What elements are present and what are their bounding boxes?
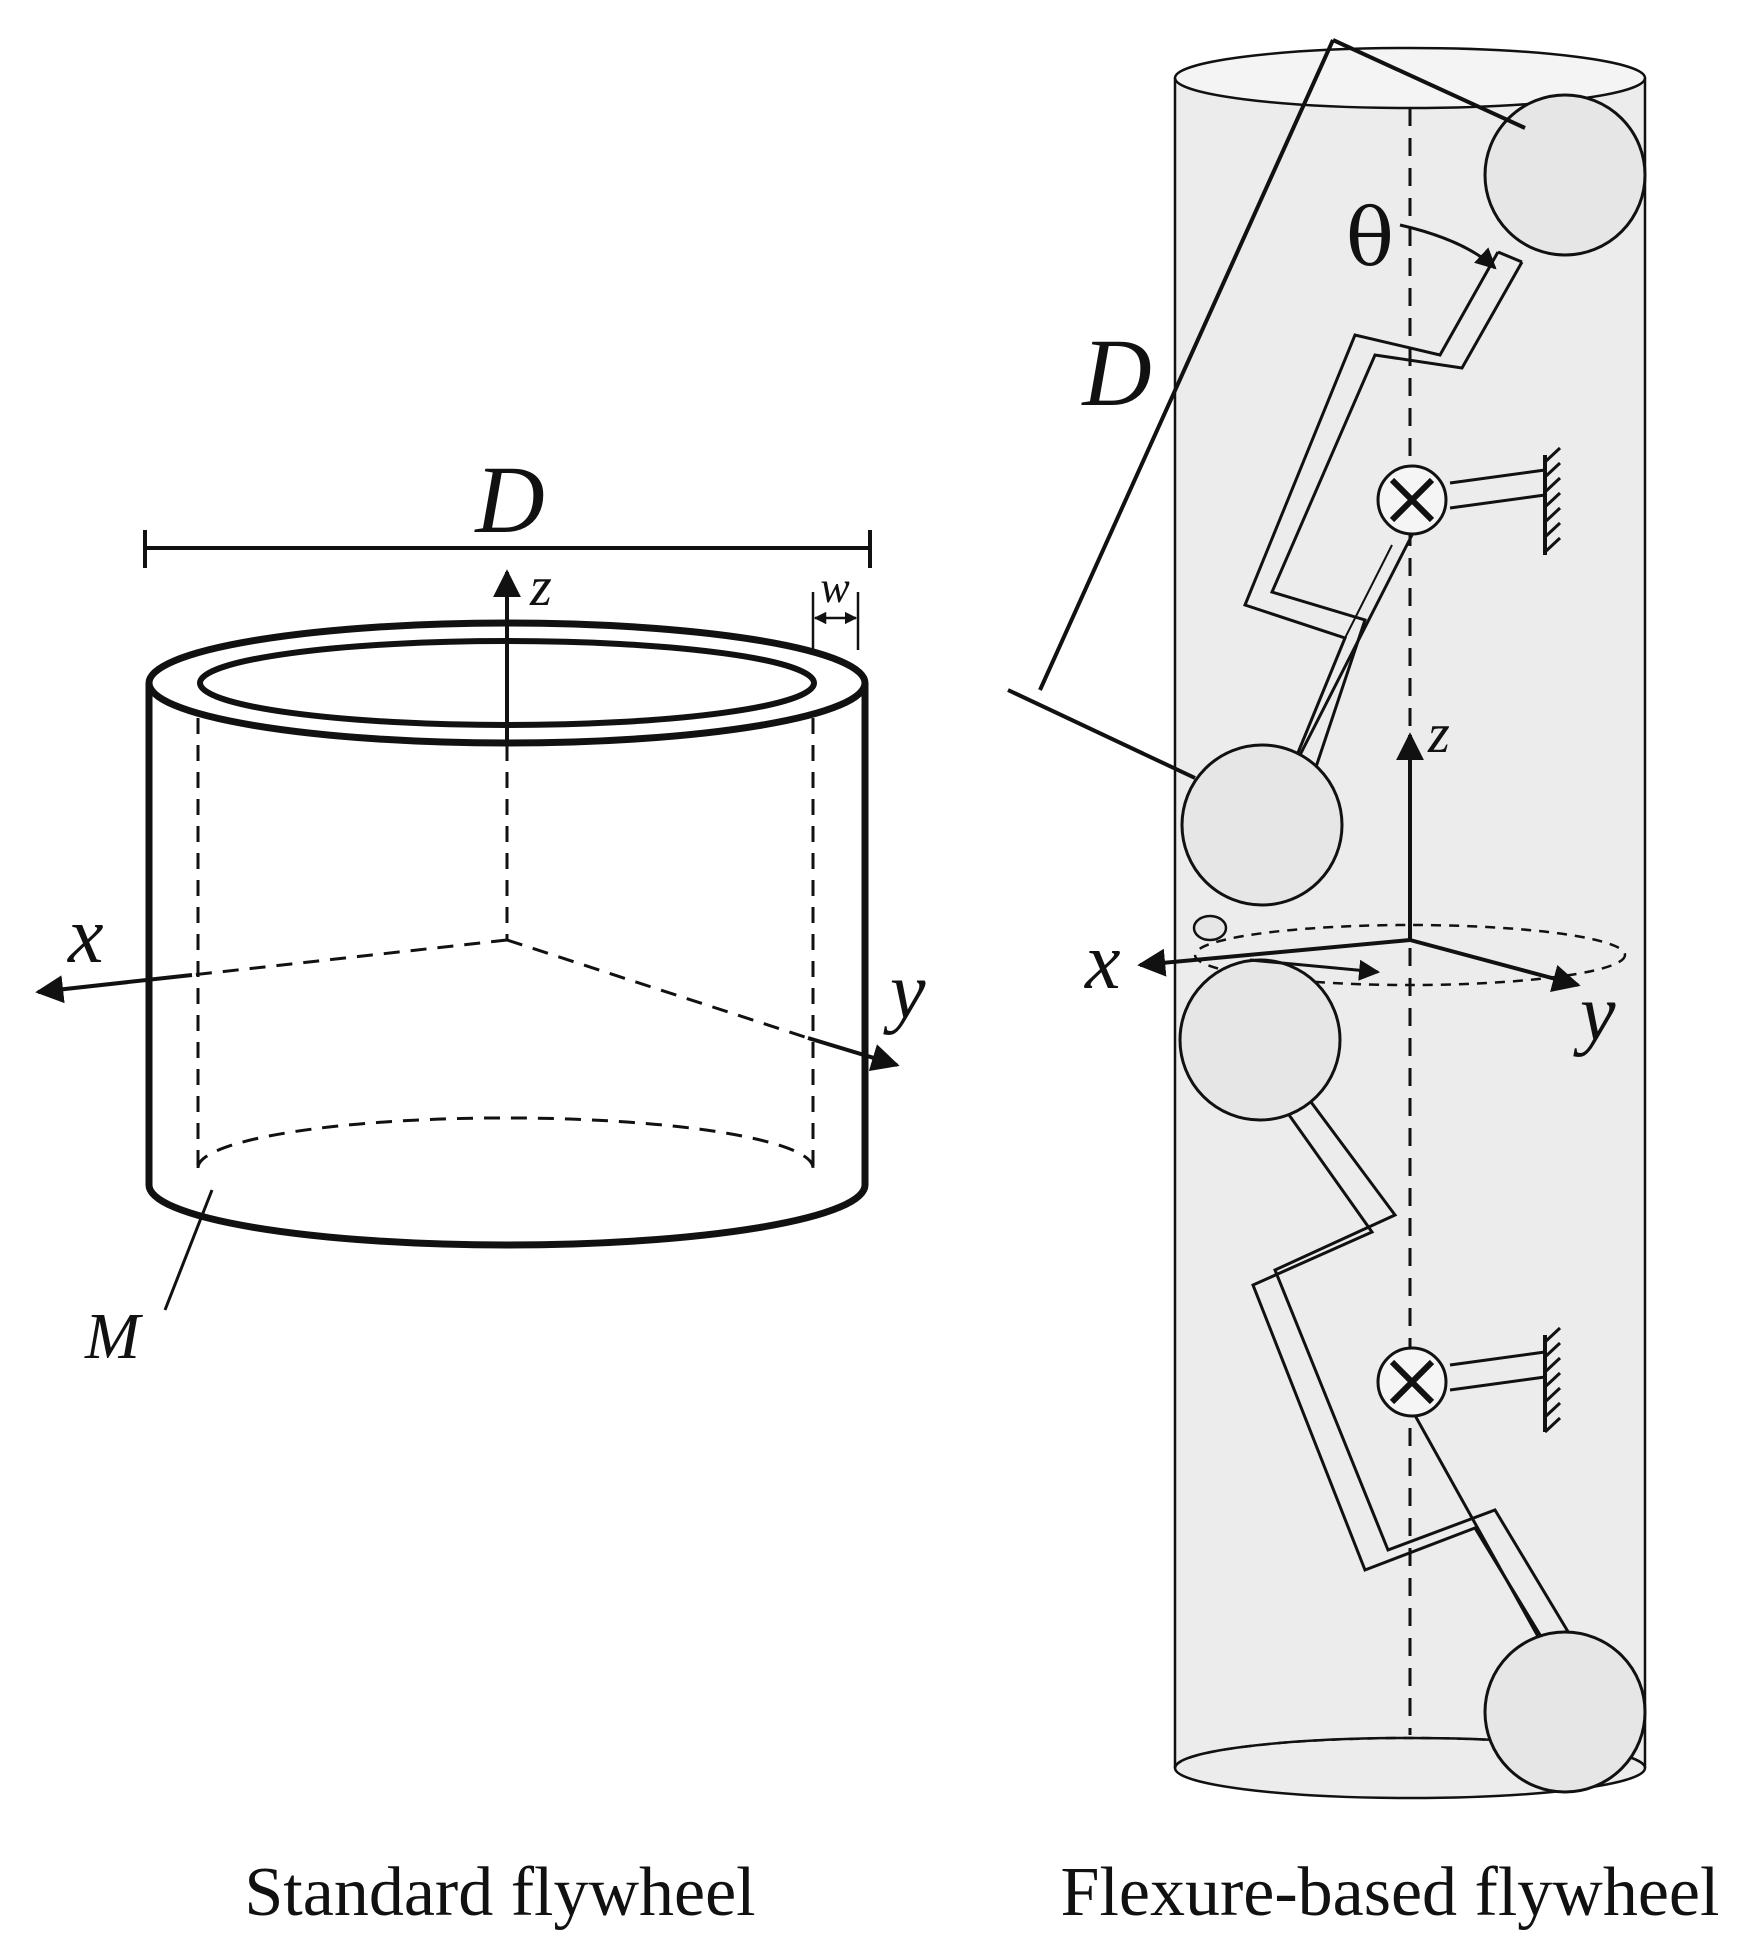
y-axis-label-flexure: y (1573, 970, 1616, 1058)
pivot-joint-lower (1376, 1346, 1448, 1418)
diameter-dimension-flexure (1007, 38, 1526, 780)
z-axis-label-standard: z (529, 556, 552, 618)
axes-standard (35, 569, 900, 1072)
x-axis-label-flexure: x (1084, 918, 1121, 1006)
flexure-flywheel-caption: Flexure-based flywheel (1061, 1854, 1720, 1931)
mid-plane-ellipse (1193, 923, 1627, 987)
diameter-dimension (143, 530, 872, 568)
flexure-flywheel-diagram (1007, 38, 1647, 1800)
standard-flywheel-caption: Standard flywheel (244, 1854, 755, 1931)
axes-flexure (1137, 732, 1581, 993)
width-dimension (811, 592, 860, 650)
upper-pivot-link (1298, 534, 1414, 756)
x-axis-label-standard: x (67, 892, 104, 980)
lower-pivot-link (1410, 1409, 1542, 1641)
standard-flywheel-diagram (35, 530, 900, 1311)
diameter-label-flexure: D (1080, 319, 1151, 426)
mass-leader (163, 1189, 214, 1311)
mass-label: M (84, 1300, 144, 1373)
diameter-label-standard: D (473, 446, 544, 553)
width-label: w (820, 563, 850, 612)
theta-label: θ (1346, 191, 1394, 284)
center-connector (1192, 914, 1228, 942)
theta-arc (1399, 223, 1497, 270)
ground-support-upper (1449, 446, 1562, 555)
hidden-lines (191, 718, 815, 1175)
proof-mass-lower-mid (1178, 958, 1342, 1122)
y-axis-label-standard: y (883, 948, 926, 1036)
proof-mass-top (1483, 93, 1647, 257)
proof-masses (1178, 93, 1647, 1794)
z-axis-label-flexure: z (1427, 703, 1450, 765)
proof-mass-upper-mid (1180, 743, 1344, 907)
pivot-joint-upper (1376, 464, 1448, 536)
ground-support-lower (1449, 1326, 1562, 1434)
proof-mass-bottom (1483, 1630, 1647, 1794)
